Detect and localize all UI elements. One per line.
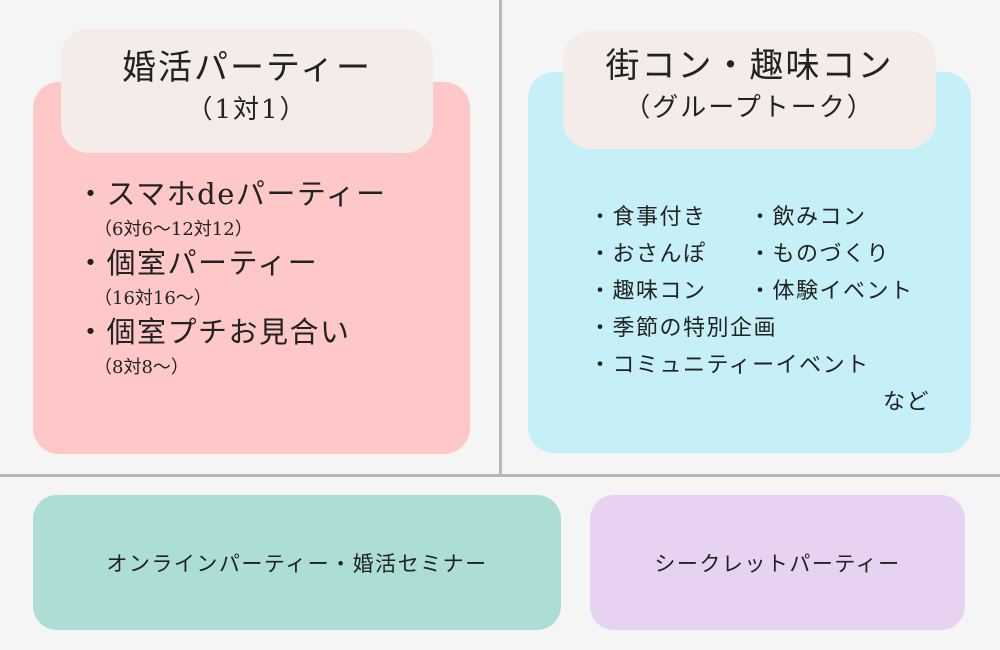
konkatsu-note-omiai: （8対8〜）: [94, 357, 189, 378]
konkatsu-subtitle: （1対1）: [186, 95, 308, 125]
machikon-row: ・食事付き ・飲みコン: [589, 199, 934, 236]
machikon-row: ・趣味コン ・体験イベント: [589, 273, 934, 310]
machikon-row: ・季節の特別企画: [589, 310, 934, 347]
machikon-item-hobby[interactable]: ・趣味コン: [589, 279, 707, 304]
machikon-item-walk[interactable]: ・おさんぽ: [589, 242, 707, 267]
machikon-subtitle: （グループトーク）: [624, 93, 875, 123]
machikon-row: ・コミュニティーイベント: [589, 347, 934, 384]
machikon-item-experience[interactable]: ・体験イベント: [749, 279, 914, 304]
machikon-item-community[interactable]: ・コミュニティーイベント: [589, 353, 870, 378]
machikon-list: ・食事付き ・飲みコン ・おさんぽ ・ものづくり ・趣味コン ・体験イベント ・…: [589, 199, 934, 421]
machikon-item-crafting[interactable]: ・ものづくり: [749, 242, 891, 267]
machikon-item-meal[interactable]: ・食事付き: [589, 205, 707, 230]
machikon-tab[interactable]: 街コン・趣味コン （グループトーク）: [563, 31, 936, 149]
konkatsu-tab[interactable]: 婚活パーティー （1対1）: [61, 29, 433, 153]
online-party-button[interactable]: オンラインパーティー・婚活セミナー: [33, 495, 561, 630]
konkatsu-item-private-room[interactable]: ・個室パーティー: [76, 246, 319, 280]
machikon-row: ・おさんぽ ・ものづくり: [589, 236, 934, 273]
vertical-divider: [499, 0, 502, 475]
konkatsu-list: ・スマホdeパーティー （6対6〜12対12） ・個室パーティー （16対16〜…: [76, 180, 387, 387]
secret-party-button[interactable]: シークレットパーティー: [590, 495, 965, 630]
konkatsu-item-smartphone[interactable]: ・スマホdeパーティー: [76, 177, 387, 211]
machikon-item-seasonal[interactable]: ・季節の特別企画: [589, 316, 778, 341]
machikon-etc: など: [882, 390, 930, 415]
machikon-item-drinks[interactable]: ・飲みコン: [749, 205, 867, 230]
konkatsu-note-private-room: （16対16〜）: [94, 288, 212, 309]
machikon-title: 街コン・趣味コン: [605, 46, 894, 86]
konkatsu-note-smartphone: （6対6〜12対12）: [94, 219, 253, 240]
horizontal-divider: [0, 474, 1000, 477]
konkatsu-title: 婚活パーティー: [122, 48, 372, 88]
konkatsu-item-omiai[interactable]: ・個室プチお見合い: [76, 315, 351, 349]
